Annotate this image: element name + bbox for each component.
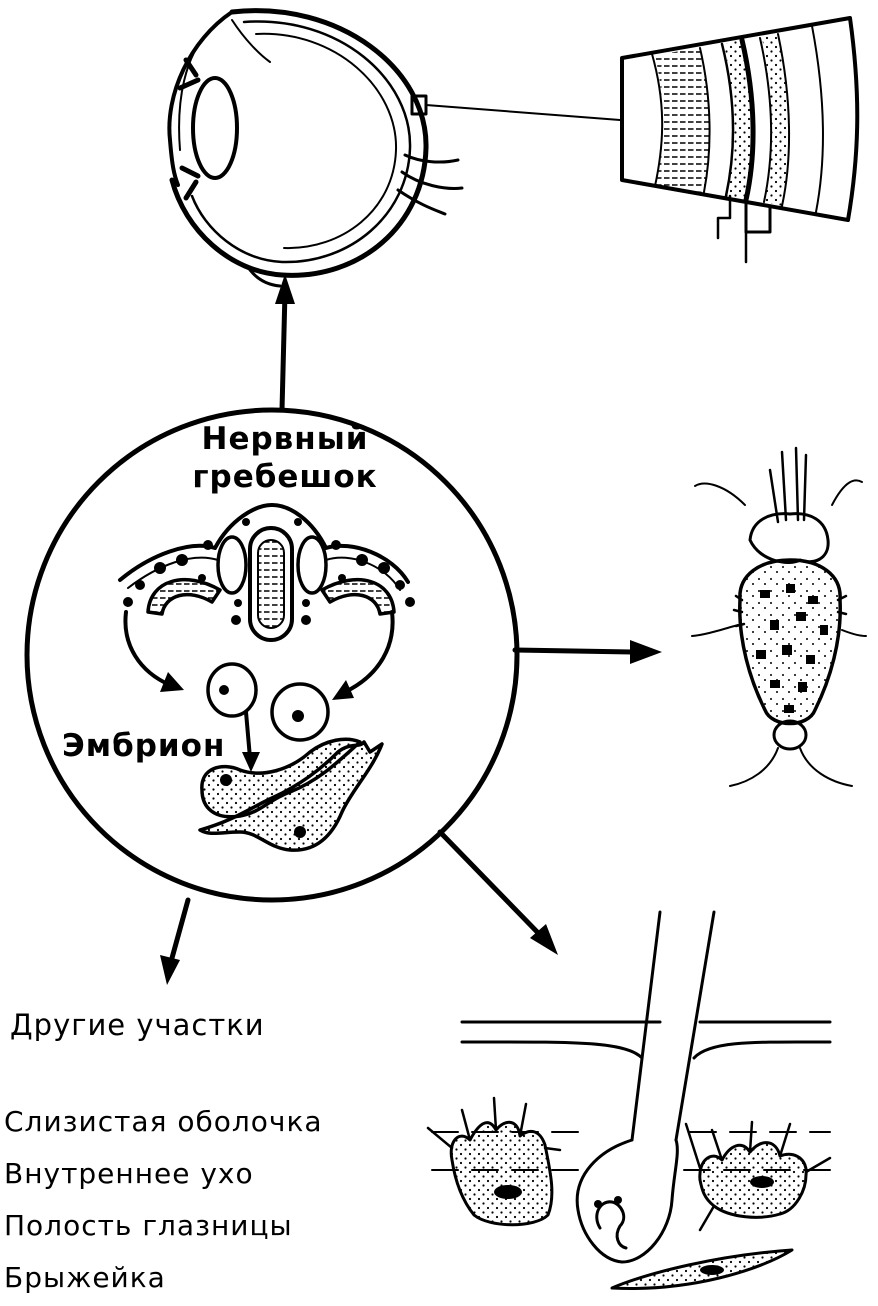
retina-section-illustration bbox=[620, 16, 860, 264]
list-item: Полость глазницы bbox=[4, 1209, 293, 1242]
outward-arrows bbox=[160, 274, 662, 985]
skin-follicle-illustration bbox=[426, 910, 832, 1290]
other-sites-heading: Другие участки bbox=[10, 1008, 265, 1042]
pigment-cell-illustration bbox=[691, 446, 867, 787]
migration-arrows bbox=[123, 610, 395, 772]
neural-crest-label-line1: Нервный bbox=[201, 421, 369, 457]
list-item: Внутреннее ухо bbox=[4, 1157, 254, 1190]
migrating-cells bbox=[198, 662, 384, 852]
neural-tube-illustration bbox=[118, 503, 415, 642]
embryo-circle bbox=[24, 407, 520, 903]
list-item: Слизистая оболочка bbox=[4, 1105, 323, 1138]
eye-illustration bbox=[167, 8, 621, 288]
neural-crest-label-line2: гребешок bbox=[192, 459, 378, 495]
other-sites-list: Слизистая оболочка Внутреннее ухо Полост… bbox=[4, 1096, 323, 1304]
neural-crest-label: Нервный гребешок bbox=[190, 420, 380, 496]
embryo-label: Эмбрион bbox=[62, 728, 226, 764]
list-item: Брыжейка bbox=[4, 1261, 166, 1294]
